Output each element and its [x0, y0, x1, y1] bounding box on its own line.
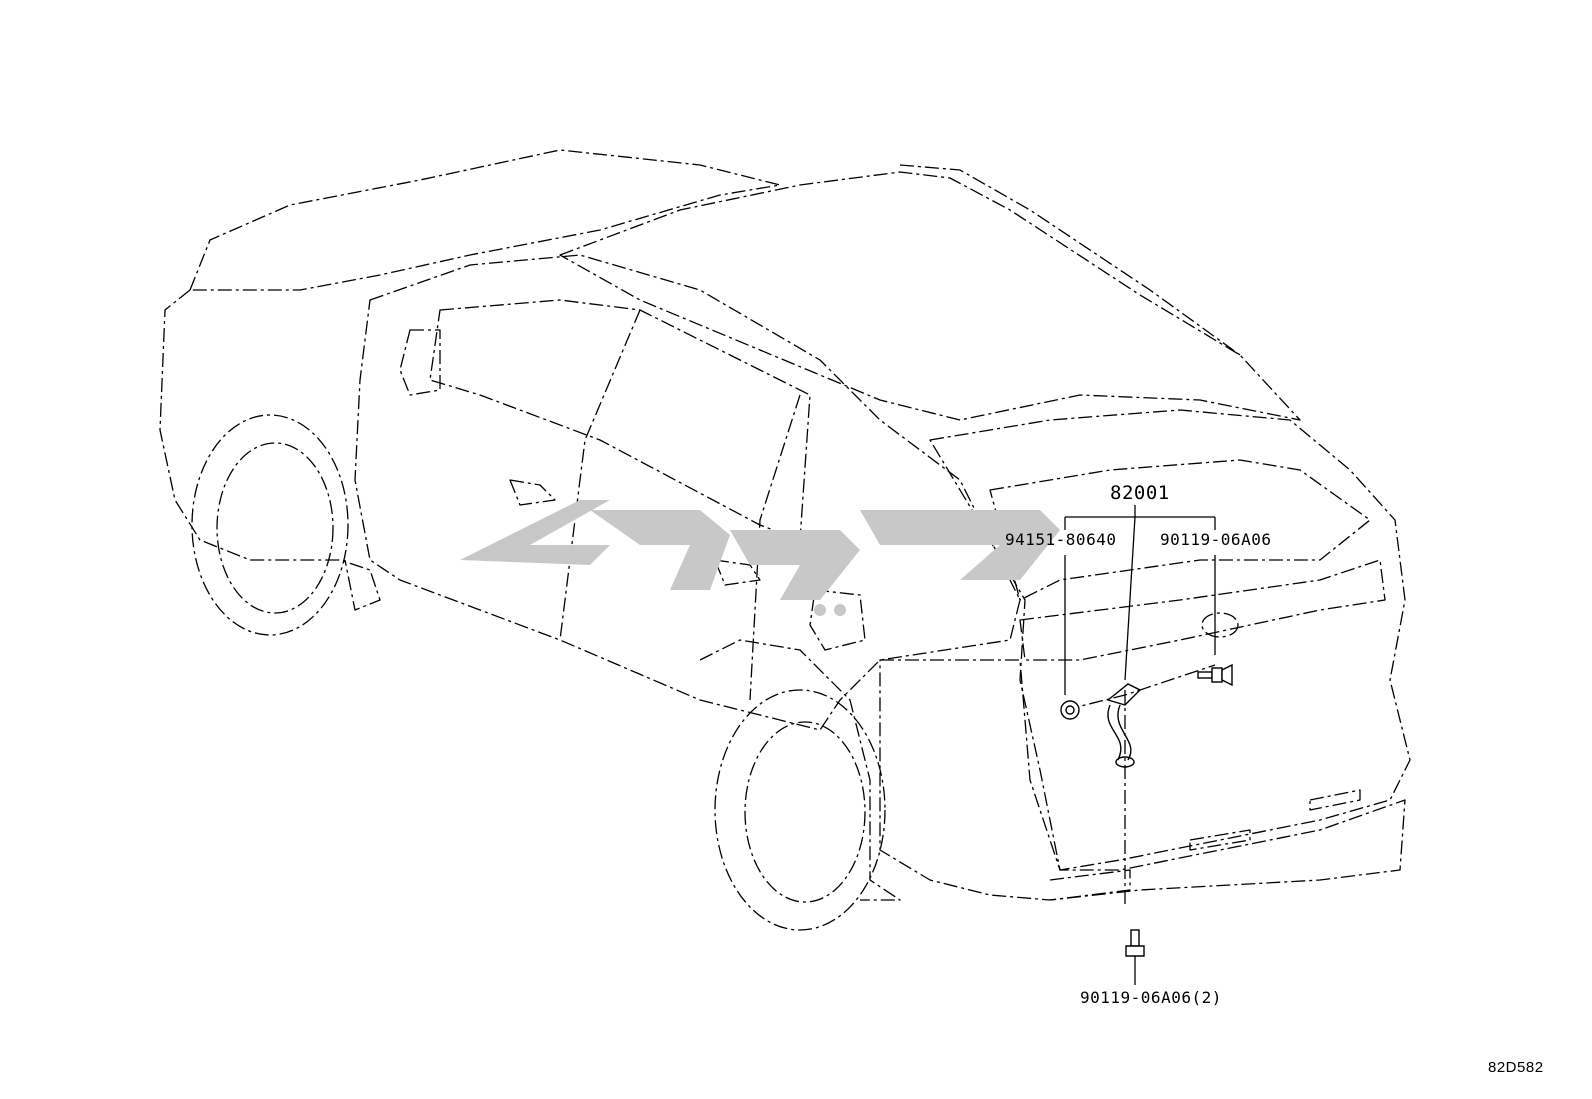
tail-light	[1019, 559, 1386, 661]
rear-wheel-arch	[699, 639, 901, 901]
callout-right-part: 90119-06A06	[1160, 530, 1272, 549]
rear-wheel	[714, 689, 886, 931]
front-bumper	[159, 289, 381, 611]
bumper-reflector	[1189, 829, 1251, 851]
callout-left-part: 94151-80640	[1005, 530, 1117, 549]
fuel-lid	[809, 589, 866, 651]
bumper-reflector-2	[1309, 789, 1361, 811]
door-handle-front	[509, 479, 556, 506]
door-handle-rear	[714, 559, 761, 586]
rear-wheel-inner	[744, 721, 866, 903]
clip-nut-icon	[1060, 700, 1080, 720]
callout-bottom-part: 90119-06A06(2)	[1080, 988, 1222, 1007]
front-wheel-inner	[216, 442, 334, 614]
figure-code: 82D582	[1488, 1059, 1544, 1076]
leader-assembly-down	[1124, 516, 1136, 681]
front-wheel	[191, 414, 349, 636]
rear-window	[989, 459, 1371, 601]
door-line-2	[749, 394, 801, 701]
callout-assembly: 82001	[1110, 482, 1170, 504]
door-line	[559, 309, 641, 641]
roof-outline	[559, 171, 1301, 421]
bolt-icon	[1197, 663, 1233, 687]
watermark-logo	[460, 500, 1060, 616]
rear-bumper	[879, 659, 1406, 901]
leader-82001	[1064, 505, 1216, 530]
rear-hatch-outline	[929, 409, 1411, 871]
mount-dashed-line	[1064, 664, 1216, 711]
roof-rail	[899, 164, 1241, 356]
rear-emblem	[1201, 612, 1239, 638]
bottom-bolt-icon	[1125, 929, 1145, 957]
hood-outline	[189, 149, 781, 291]
wire-harness-icon	[1106, 683, 1142, 768]
side-mirror	[399, 329, 441, 396]
bumper-step	[1049, 869, 1131, 901]
